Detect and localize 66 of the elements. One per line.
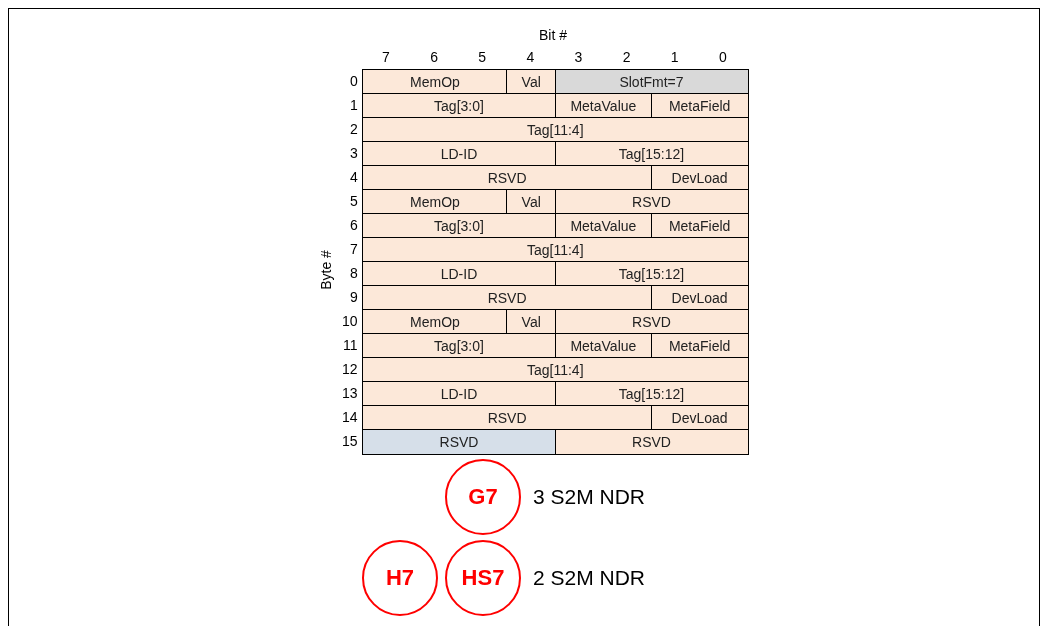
byte-number: 14: [342, 409, 358, 425]
format-circle: G7: [445, 459, 521, 535]
bit-field: MetaValue: [554, 333, 653, 359]
format-circle: H7: [362, 540, 438, 616]
byte-number: 1: [350, 97, 358, 113]
bit-field: RSVD: [362, 405, 653, 431]
bit-field: Val: [506, 189, 556, 215]
byte-number: 11: [343, 337, 358, 353]
bit-field: RSVD: [554, 309, 749, 335]
bit-field: RSVD: [362, 429, 556, 455]
byte-number: 12: [342, 361, 358, 377]
bit-field: LD-ID: [362, 261, 556, 287]
bit-field: Tag[15:12]: [554, 141, 749, 167]
byte-number: 2: [350, 121, 358, 137]
bit-field: MetaField: [650, 93, 749, 119]
bit-field: LD-ID: [362, 381, 556, 407]
bit-number: 1: [670, 49, 679, 65]
bit-field: Tag[3:0]: [362, 333, 556, 359]
byte-number: 5: [350, 193, 358, 209]
bit-number: 4: [526, 49, 535, 65]
bit-field: RSVD: [554, 189, 749, 215]
bit-field: MemOp: [362, 189, 508, 215]
format-note: 2 S2M NDR: [533, 566, 646, 590]
byte-number: 7: [350, 241, 358, 257]
bit-field: DevLoad: [650, 285, 749, 311]
bit-field: MemOp: [362, 69, 508, 95]
byte-number: 8: [350, 265, 358, 281]
byte-number: 10: [342, 313, 358, 329]
bit-field: Val: [506, 69, 556, 95]
byte-number: 13: [342, 385, 358, 401]
bit-field: Val: [506, 309, 556, 335]
bit-field: Tag[3:0]: [362, 93, 556, 119]
bit-field: DevLoad: [650, 165, 749, 191]
bit-number: 0: [718, 49, 727, 65]
bit-field: MetaValue: [554, 93, 653, 119]
bit-field: MemOp: [362, 309, 508, 335]
bit-field: RSVD: [362, 285, 653, 311]
bit-number: 3: [574, 49, 583, 65]
bit-field: Tag[11:4]: [362, 117, 749, 143]
bit-number: 2: [622, 49, 631, 65]
byte-number: 3: [350, 145, 358, 161]
byte-number: 15: [342, 433, 358, 449]
byte-number: 6: [350, 217, 358, 233]
bit-field: RSVD: [554, 429, 749, 455]
bit-field: Tag[15:12]: [554, 381, 749, 407]
bit-field: MetaValue: [554, 213, 653, 239]
bit-number: 6: [430, 49, 438, 65]
format-note: 3 S2M NDR: [533, 485, 646, 509]
bit-field: Tag[15:12]: [554, 261, 749, 287]
bit-field: MetaField: [650, 213, 749, 239]
byte-number: 9: [350, 289, 358, 305]
format-circle: HS7: [445, 540, 521, 616]
byte-number: 4: [350, 169, 358, 185]
bit-field: SlotFmt=7: [554, 69, 749, 95]
bit-field: Tag[11:4]: [362, 237, 749, 263]
bit-field: LD-ID: [362, 141, 556, 167]
bit-field: Tag[3:0]: [362, 213, 556, 239]
axis-title: Byte #: [317, 250, 334, 290]
bit-field: DevLoad: [650, 405, 749, 431]
bit-number: 7: [382, 49, 390, 65]
bit-field: Tag[11:4]: [362, 357, 749, 383]
bit-number: 5: [478, 49, 487, 65]
bit-field: RSVD: [362, 165, 653, 191]
bit-field: MetaField: [650, 333, 749, 359]
axis-title: Bit #: [539, 27, 567, 43]
byte-number: 0: [350, 73, 358, 89]
